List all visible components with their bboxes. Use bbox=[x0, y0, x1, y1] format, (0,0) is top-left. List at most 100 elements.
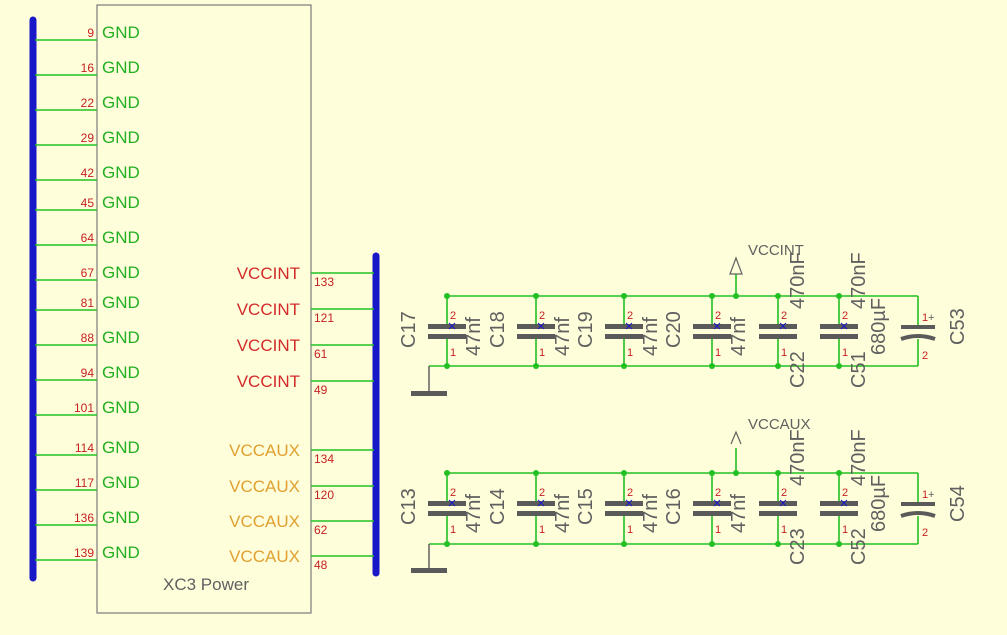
cap-value: 470nF bbox=[848, 252, 870, 309]
cap-ref: C18 bbox=[487, 311, 509, 348]
cap-ref: C14 bbox=[487, 488, 509, 525]
pin-name: GND bbox=[102, 293, 140, 312]
pin-name: GND bbox=[102, 193, 140, 212]
pin-name: VCCINT bbox=[237, 372, 300, 391]
cap-plate bbox=[428, 334, 466, 339]
pin-mark: 1 bbox=[539, 347, 545, 359]
cap-value: 47nf bbox=[640, 317, 662, 356]
pin-name: GND bbox=[102, 58, 140, 77]
cap-value: 47nf bbox=[552, 494, 574, 533]
cap-plate bbox=[693, 501, 731, 506]
net-symbol[interactable]: VCCINT bbox=[729, 242, 804, 299]
cap-ref: C52 bbox=[848, 528, 870, 565]
pin-mark: 1 bbox=[627, 524, 633, 536]
cap-ref: C16 bbox=[663, 488, 685, 525]
cap-plate bbox=[759, 501, 797, 506]
pin-name: VCCAUX bbox=[229, 547, 300, 566]
pin-mark: 2 bbox=[450, 487, 456, 499]
pin-number: 133 bbox=[314, 275, 334, 289]
pin-number: 117 bbox=[75, 476, 94, 490]
net-symbol[interactable]: VCCAUX bbox=[730, 416, 811, 476]
pin-name: GND bbox=[102, 228, 140, 247]
capacitor[interactable]: 2 1 C16 47nf bbox=[663, 470, 750, 547]
pin-name: GND bbox=[102, 163, 140, 182]
cap-ref: C17 bbox=[398, 311, 420, 348]
cap-ref: C54 bbox=[947, 485, 969, 522]
cap-value: 47nf bbox=[728, 494, 750, 533]
cap-plate bbox=[820, 511, 858, 516]
ground-symbol[interactable] bbox=[411, 543, 447, 573]
left-pin[interactable]: 81 GND bbox=[35, 293, 140, 312]
ground-symbol[interactable] bbox=[411, 365, 447, 396]
pin-number: 45 bbox=[81, 196, 95, 210]
pin-mark: 1 bbox=[450, 524, 456, 536]
pin-mark: 2 bbox=[715, 487, 721, 499]
left-pin[interactable]: 45 GND bbox=[35, 193, 140, 212]
pin-number: 81 bbox=[81, 296, 95, 310]
left-pin[interactable]: 117 GND bbox=[35, 473, 140, 492]
left-pin[interactable]: 114 GND bbox=[35, 438, 140, 457]
cap-ref: C13 bbox=[398, 488, 420, 525]
right-pin[interactable]: 48 VCCAUX bbox=[229, 547, 374, 572]
pin-name: GND bbox=[102, 473, 140, 492]
cap-plate bbox=[820, 334, 858, 339]
cap-value: 47nf bbox=[728, 317, 750, 356]
pin-number: 67 bbox=[81, 266, 95, 280]
left-pin[interactable]: 42 GND bbox=[35, 163, 140, 182]
capacitor[interactable]: 2 1 C13 47nf bbox=[398, 470, 485, 547]
pin-mark: 1 bbox=[842, 347, 848, 359]
pin-name: VCCINT bbox=[237, 300, 300, 319]
pin-name: GND bbox=[102, 438, 140, 457]
pin-mark: 1 bbox=[781, 347, 787, 359]
pin-mark: 1 bbox=[715, 524, 721, 536]
pin-name: GND bbox=[102, 328, 140, 347]
cap-plate bbox=[605, 511, 643, 516]
cap-plate bbox=[820, 324, 858, 329]
pin-name: GND bbox=[102, 398, 140, 417]
pin-number: 42 bbox=[81, 166, 95, 180]
pin-name: VCCAUX bbox=[229, 441, 300, 460]
pin-number: 48 bbox=[314, 558, 328, 572]
cap-plate bbox=[759, 511, 797, 516]
pin-number: 114 bbox=[75, 441, 94, 455]
pin-mark: 2 bbox=[781, 487, 787, 499]
cap-value: 47nf bbox=[463, 494, 485, 533]
right-pin[interactable]: 133 VCCINT bbox=[237, 264, 374, 289]
pin-name: VCCINT bbox=[237, 264, 300, 283]
cap-plate bbox=[693, 511, 731, 516]
cap-plate bbox=[759, 324, 797, 329]
net-label: VCCINT bbox=[748, 242, 804, 259]
